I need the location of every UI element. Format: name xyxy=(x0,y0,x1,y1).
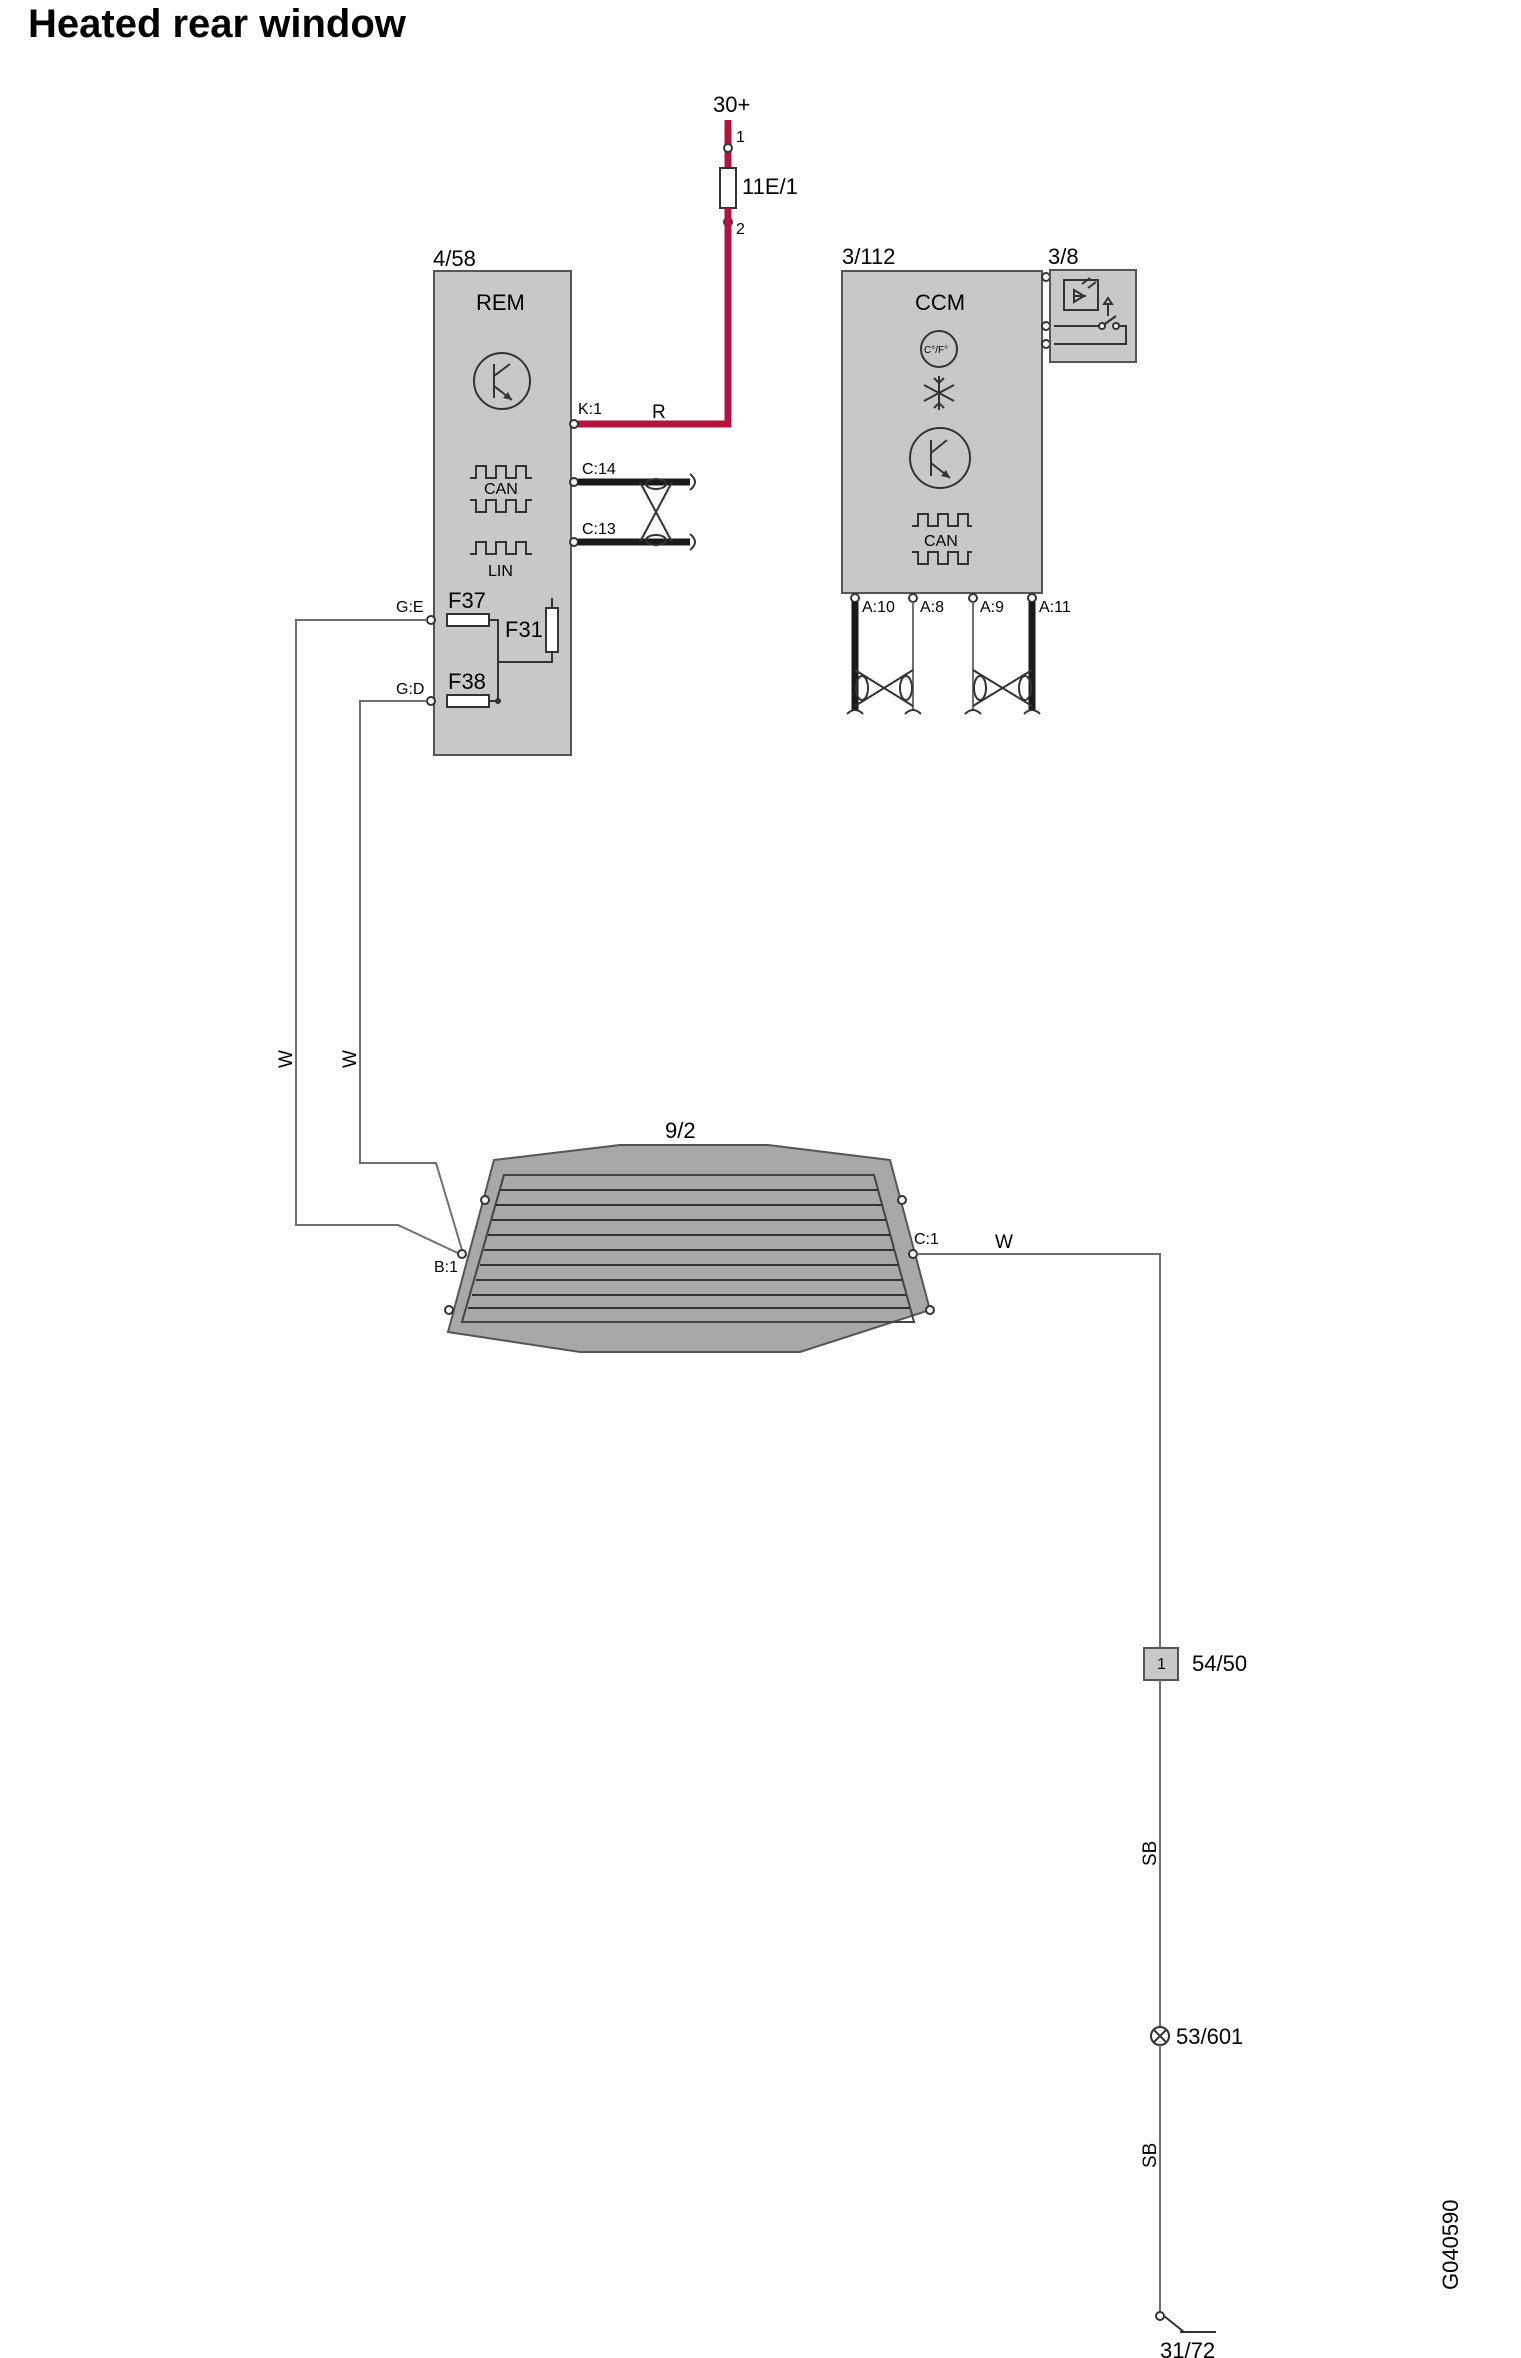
wire-gd-to-window xyxy=(359,700,463,1251)
ground-symbol xyxy=(1163,2315,1216,2333)
temperature-unit-icon xyxy=(920,330,958,368)
switch-id-label: 3/8 xyxy=(1048,244,1079,269)
window-corner-pin-tr xyxy=(897,1195,907,1205)
ccm-pin-a8-label: A:8 xyxy=(920,599,944,616)
fuse-f31 xyxy=(545,607,559,653)
ccm-pin-a11 xyxy=(1027,593,1037,603)
heating-grid-lines xyxy=(460,1174,916,1323)
ccm-pin-a11-label: A:11 xyxy=(1039,599,1071,616)
rem-id-label: 4/58 xyxy=(433,246,476,271)
fuse-f31-label: F31 xyxy=(505,617,543,642)
rem-pin-c13 xyxy=(569,537,579,547)
ccm-module xyxy=(841,270,1043,594)
rem-pin-c14 xyxy=(569,477,579,487)
splice-id-label: 53/601 xyxy=(1176,2024,1243,2049)
ground-id-label: 31/72 xyxy=(1160,2338,1215,2358)
wire-color-sb-lower: SB xyxy=(1140,2143,1161,2168)
window-corner-pin-tl xyxy=(480,1195,490,1205)
wire-color-c1: W xyxy=(995,1232,1013,1253)
fuse-11e1-label: 11E/1 xyxy=(742,174,798,199)
page-title: Heated rear window xyxy=(28,2,406,46)
connector-pin-label: 1 xyxy=(1157,1656,1166,1673)
rem-pin-ge-label: G:E xyxy=(396,599,424,616)
rem-pin-k1 xyxy=(569,419,579,429)
supply-wire-to-rem xyxy=(578,208,732,428)
fuse-11e1-pin-2-label: 2 xyxy=(736,221,745,238)
wire-color-k1: R xyxy=(652,402,666,423)
ccm-pin-a9-label: A:9 xyxy=(980,599,1004,616)
rem-pin-k1-label: K:1 xyxy=(578,401,602,418)
ccm-id-label: 3/112 xyxy=(842,244,895,269)
supply-label: 30+ xyxy=(713,92,750,117)
splice-53-601 xyxy=(1150,2026,1170,2046)
ccm-can-label: CAN xyxy=(924,533,958,550)
window-pin-b1-label: B:1 xyxy=(434,1259,458,1276)
rem-internal-wiring xyxy=(489,598,553,702)
fuse-11e1-pin-1 xyxy=(723,143,733,153)
ccm-pin-a8 xyxy=(908,593,918,603)
fuse-f38-label: F38 xyxy=(448,669,486,694)
fuse-11e1 xyxy=(719,167,737,209)
ccm-pin-a9 xyxy=(968,593,978,603)
rem-pin-c13-label: C:13 xyxy=(582,521,616,538)
rem-pin-gd-label: G:D xyxy=(396,681,424,698)
rear-window-element xyxy=(446,1144,932,1353)
twisted-pair-symbol-ccm xyxy=(846,669,1041,715)
snowflake-icon xyxy=(923,376,955,410)
ccm-transistor-icon xyxy=(909,427,971,489)
switch-link-pin-2 xyxy=(1041,321,1051,331)
rem-pin-ge xyxy=(426,615,436,625)
temperature-unit-label: C°/F° xyxy=(924,345,948,356)
fuse-f37-label: F37 xyxy=(448,588,486,613)
ground-pin xyxy=(1155,2311,1165,2321)
ccm-pin-a10 xyxy=(850,593,860,603)
wire-color-gd: W xyxy=(340,1050,361,1068)
fuse-f37 xyxy=(446,613,490,627)
rem-can-label: CAN xyxy=(484,481,518,498)
rem-pin-c14-label: C:14 xyxy=(582,461,616,478)
window-pin-c1-label: C:1 xyxy=(914,1231,939,1248)
rem-name: REM xyxy=(476,290,525,315)
window-corner-pin-br xyxy=(925,1305,935,1315)
rem-lin-label: LIN xyxy=(488,563,513,580)
window-corner-pin-bl xyxy=(444,1305,454,1315)
twisted-pair-symbol-rem xyxy=(639,473,696,551)
rem-can-bus-icon xyxy=(470,465,532,513)
window-pin-c1 xyxy=(908,1249,918,1259)
ccm-can-bus-icon xyxy=(912,513,972,565)
switch-led-icon xyxy=(1054,277,1127,345)
drawing-id: G040590 xyxy=(1438,2199,1463,2290)
ccm-name: CCM xyxy=(915,290,965,315)
fuse-11e1-pin-1-label: 1 xyxy=(736,129,745,146)
wire-c1-to-connector xyxy=(917,1253,1161,1648)
wire-ge-to-window xyxy=(295,619,463,1256)
switch-link-pin-3 xyxy=(1041,339,1051,349)
wire-color-sb-upper: SB xyxy=(1140,1841,1161,1866)
fuse-f38 xyxy=(446,694,490,708)
window-id-label: 9/2 xyxy=(665,1118,696,1143)
wire-color-ge: W xyxy=(276,1050,297,1068)
rem-transistor-icon xyxy=(473,352,531,410)
window-pin-b1 xyxy=(457,1249,467,1259)
ccm-pin-a10-label: A:10 xyxy=(862,599,895,616)
switch-link-pin-1 xyxy=(1041,272,1051,282)
rem-pin-gd xyxy=(426,696,436,706)
rem-internal-junction xyxy=(495,698,501,704)
connector-id-label: 54/50 xyxy=(1192,1651,1247,1676)
rem-lin-bus-icon xyxy=(470,541,532,555)
